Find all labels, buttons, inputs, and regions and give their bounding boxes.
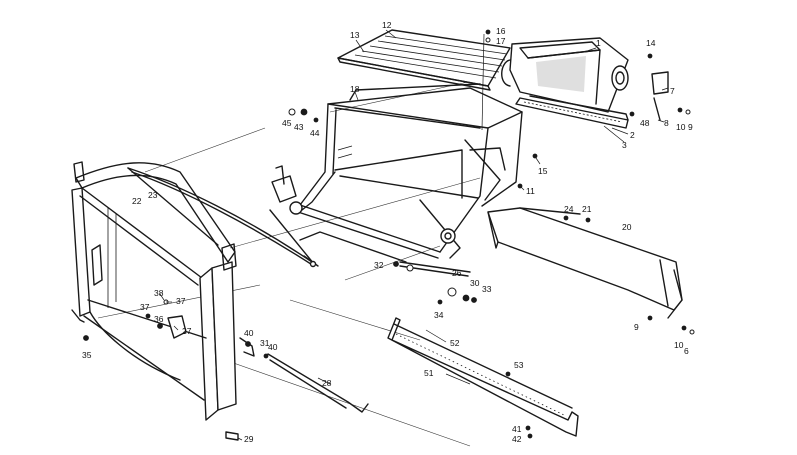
bottom-rail	[387, 317, 579, 437]
callout-6: 6	[684, 346, 689, 356]
callout-2: 2	[630, 130, 635, 140]
callout-18: 18	[350, 84, 360, 94]
callout-48: 48	[640, 118, 650, 128]
callout-1: 1	[596, 38, 601, 48]
callout-51: 51	[424, 368, 434, 378]
callout-40-right: 40	[268, 342, 278, 352]
callout-24: 24	[564, 204, 574, 214]
callout-43: 43	[294, 122, 304, 132]
callout-34: 34	[434, 310, 444, 320]
callout-15: 15	[538, 166, 548, 176]
callout-32: 32	[374, 260, 384, 270]
callout-13: 13	[350, 30, 360, 40]
top-cover-plate	[337, 29, 511, 91]
callout-20: 20	[622, 222, 632, 232]
rear-duct-housing	[501, 37, 629, 113]
callout-42: 42	[512, 434, 522, 444]
callout-53: 53	[514, 360, 524, 370]
callout-28: 28	[322, 378, 332, 388]
callout-41: 41	[512, 424, 522, 434]
callout-38: 38	[154, 288, 164, 298]
outer-frame	[71, 161, 237, 421]
main-frame	[269, 83, 523, 277]
callout-14: 14	[646, 38, 656, 48]
callout-23: 23	[148, 190, 158, 200]
callout-37-left: 37	[140, 302, 150, 312]
callout-37-right: 37	[176, 296, 186, 306]
guide-lines	[97, 81, 481, 447]
callout-45: 45	[282, 118, 292, 128]
hardware	[83, 29, 695, 441]
rod	[267, 353, 369, 413]
leader-lines	[159, 29, 669, 441]
callout-30: 30	[470, 278, 480, 288]
callout-35: 35	[82, 350, 92, 360]
callout-44: 44	[310, 128, 320, 138]
callout-52: 52	[450, 338, 460, 348]
callout-9-right: 9	[634, 322, 639, 332]
callout-17: 17	[496, 36, 506, 46]
callout-22: 22	[132, 196, 142, 206]
callout-27: 27	[182, 326, 192, 336]
callout-40-left: 40	[244, 328, 254, 338]
callout-10-right: 10	[674, 340, 684, 350]
callout-labels: 1 2 3 6 7 8 9 9 10 10 11 12 13 14 15 16 …	[82, 20, 693, 444]
callout-36: 36	[154, 314, 164, 324]
callout-8: 8	[664, 118, 669, 128]
callout-11: 11	[526, 186, 535, 196]
callout-29: 29	[244, 434, 254, 444]
callout-33: 33	[482, 284, 492, 294]
callout-21: 21	[582, 204, 592, 214]
edge-strip	[127, 167, 317, 268]
callout-31: 31	[260, 338, 270, 348]
callout-26: 26	[452, 268, 462, 278]
side-panel	[487, 207, 683, 319]
callout-7: 7	[670, 86, 675, 96]
callout-12: 12	[382, 20, 392, 30]
callout-3: 3	[622, 140, 627, 150]
callout-16: 16	[496, 26, 506, 36]
callout-9-top: 9	[688, 122, 693, 132]
callout-10-top: 10	[676, 122, 686, 132]
strip-plate	[515, 95, 629, 129]
